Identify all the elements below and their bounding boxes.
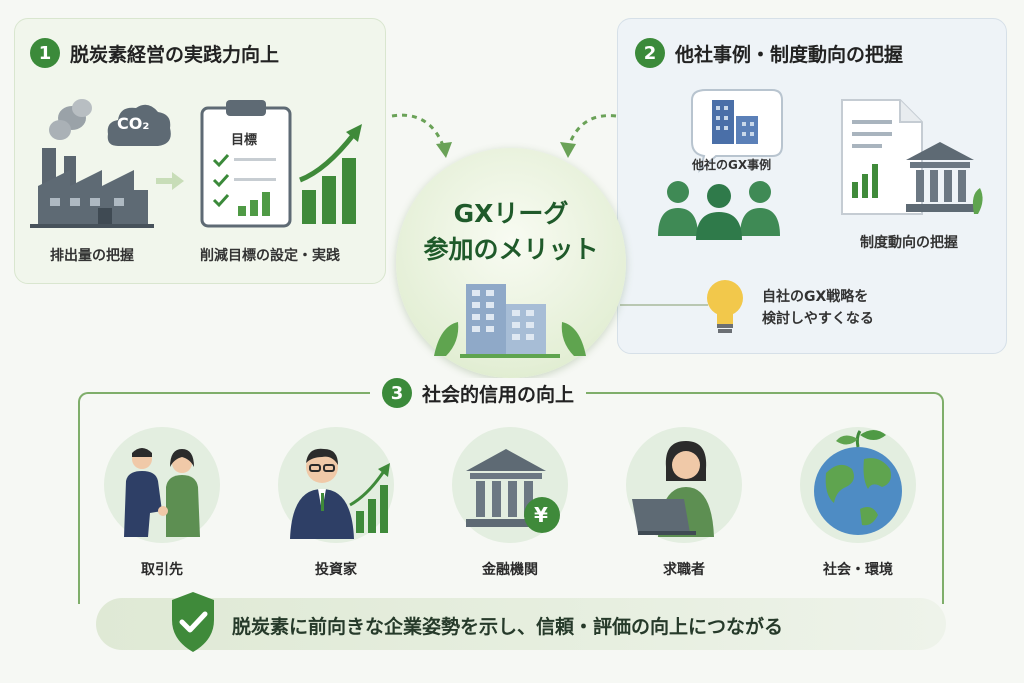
earth-icon — [814, 430, 902, 535]
stakeholder-label: 社会・環境 — [823, 562, 893, 578]
conclusion-banner — [96, 598, 946, 650]
handshake-icon — [124, 448, 200, 537]
yen-symbol: ¥ — [534, 503, 548, 527]
stakeholder-label: 求職者 — [663, 562, 705, 578]
trend-label: 制度動向の把握 — [860, 235, 958, 251]
stakeholder-business-partners: 取引先 — [92, 427, 232, 587]
dashed-arrow-left — [391, 113, 452, 158]
section2-number-badge: 2 — [635, 38, 665, 68]
center-title: GXリーグ 参加のメリット — [423, 199, 599, 264]
section3-title: 社会的信用の向上 — [422, 383, 575, 406]
caption-targets: 削減目標の設定・実践 — [200, 248, 340, 264]
section2-title: 他社事例・制度動向の把握 — [675, 43, 904, 66]
case-speech-bubble-icon — [691, 89, 783, 173]
case-label: 他社のGX事例 — [692, 158, 772, 172]
lightbulb-icon — [707, 280, 743, 333]
section1-title: 脱炭素経営の実践力向上 — [70, 43, 280, 66]
stakeholder-financial-institutions: ¥ 金融機関 — [440, 427, 580, 587]
job-seeker-icon — [632, 441, 714, 537]
stakeholder-label: 金融機関 — [482, 562, 538, 578]
caption-emissions: 排出量の把握 — [50, 248, 134, 264]
section1-header: 1 脱炭素経営の実践力向上 — [30, 38, 279, 68]
stakeholder-investors: 投資家 — [266, 427, 406, 587]
banner-text: 脱炭素に前向きな企業姿勢を示し、信頼・評価の向上につながる — [232, 616, 784, 638]
co2-cloud-icon — [107, 104, 171, 146]
stakeholder-label: 取引先 — [141, 562, 183, 578]
clipboard-icon — [200, 100, 292, 228]
stakeholder-society-environment: 社会・環境 — [788, 427, 928, 587]
dashed-arrow-right — [560, 114, 617, 158]
stakeholder-label: 投資家 — [315, 562, 357, 578]
section1-panel — [14, 18, 386, 284]
factory-icon — [30, 99, 154, 228]
section1-number-badge: 1 — [30, 38, 60, 68]
people-group-icon — [658, 181, 780, 240]
insight-text: 自社のGX戦略を 検討しやすくなる — [762, 289, 874, 327]
section3-header: 3 社会的信用の向上 — [370, 378, 587, 408]
office-buildings-icon — [434, 284, 586, 358]
co2-label: CO₂ — [117, 114, 150, 133]
section3-number-badge: 3 — [382, 378, 412, 408]
section2-header: 2 他社事例・制度動向の把握 — [635, 38, 903, 68]
growth-chart-icon — [299, 124, 362, 224]
bank-icon — [466, 449, 560, 533]
stakeholder-job-seekers: 求職者 — [614, 427, 754, 587]
government-building-icon — [906, 142, 983, 214]
investor-icon — [290, 448, 390, 539]
arrow-right-icon — [156, 172, 184, 190]
shield-check-icon — [172, 592, 214, 652]
clipboard-label: 目標 — [231, 133, 258, 148]
connector-line — [620, 304, 708, 306]
